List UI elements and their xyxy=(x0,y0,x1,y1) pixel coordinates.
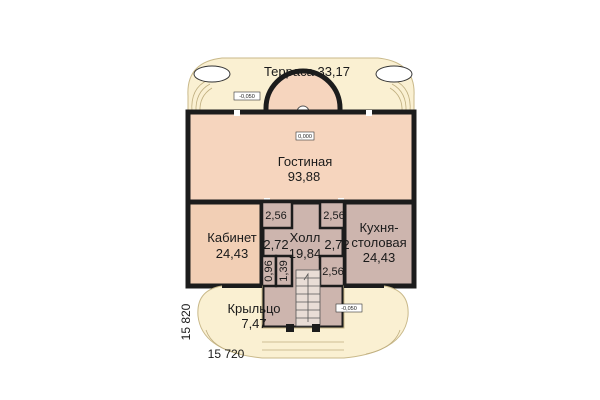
porch-column xyxy=(286,324,294,332)
porch-area-label: 7,47 xyxy=(241,316,266,331)
small-mid-left-label: 2,72 xyxy=(263,237,288,252)
terrace-planter-right xyxy=(375,65,413,83)
kitchen-area: 24,43 xyxy=(363,250,396,265)
level-box-terrace xyxy=(233,91,261,101)
staircase xyxy=(295,269,321,327)
porch-column xyxy=(312,324,320,332)
kitchen-name-1: Кухня- xyxy=(359,220,398,235)
small-room-top-left xyxy=(260,200,294,230)
small-vert-b-label: 1,39 xyxy=(278,260,290,281)
dimension-horizontal: 15 720 xyxy=(208,347,245,361)
door-marker xyxy=(234,110,240,116)
level-box-porch xyxy=(335,303,363,313)
cabinet-name: Кабинет xyxy=(207,230,256,245)
living-name: Гостиная xyxy=(278,154,333,169)
living-area: 93,88 xyxy=(288,169,321,184)
porch-steps xyxy=(205,329,401,355)
small-room-bottom-right xyxy=(318,254,346,288)
hall-area: 19,84 xyxy=(289,246,322,261)
hall-name: Холл xyxy=(290,230,321,245)
small-room-top-right xyxy=(318,200,346,230)
level-terrace: -0,050 xyxy=(239,94,255,100)
small-top-right-label: 2,56 xyxy=(323,210,344,222)
door-marker xyxy=(366,110,372,116)
dimension-vertical: 15 820 xyxy=(179,303,193,340)
level-porch: -0,050 xyxy=(341,306,357,312)
terrace-planter-left xyxy=(193,65,231,83)
cabinet-area: 24,43 xyxy=(216,246,249,261)
small-bottom-right-label: 2,56 xyxy=(322,266,343,278)
small-vert-a-label: 0,96 xyxy=(263,260,275,281)
small-room-vert-b xyxy=(274,254,294,288)
terrace-label: Терраса 33,17 xyxy=(264,64,350,79)
small-top-left-label: 2,56 xyxy=(265,210,286,222)
porch-name: Крыльцо xyxy=(227,301,280,316)
living-room xyxy=(185,109,417,205)
level-box-living xyxy=(295,131,315,141)
level-living: 0,000 xyxy=(298,134,312,140)
small-mid-right-label: 2,72 xyxy=(324,237,349,252)
bay-window xyxy=(263,68,343,115)
kitchen-name-2: столовая xyxy=(351,235,406,250)
